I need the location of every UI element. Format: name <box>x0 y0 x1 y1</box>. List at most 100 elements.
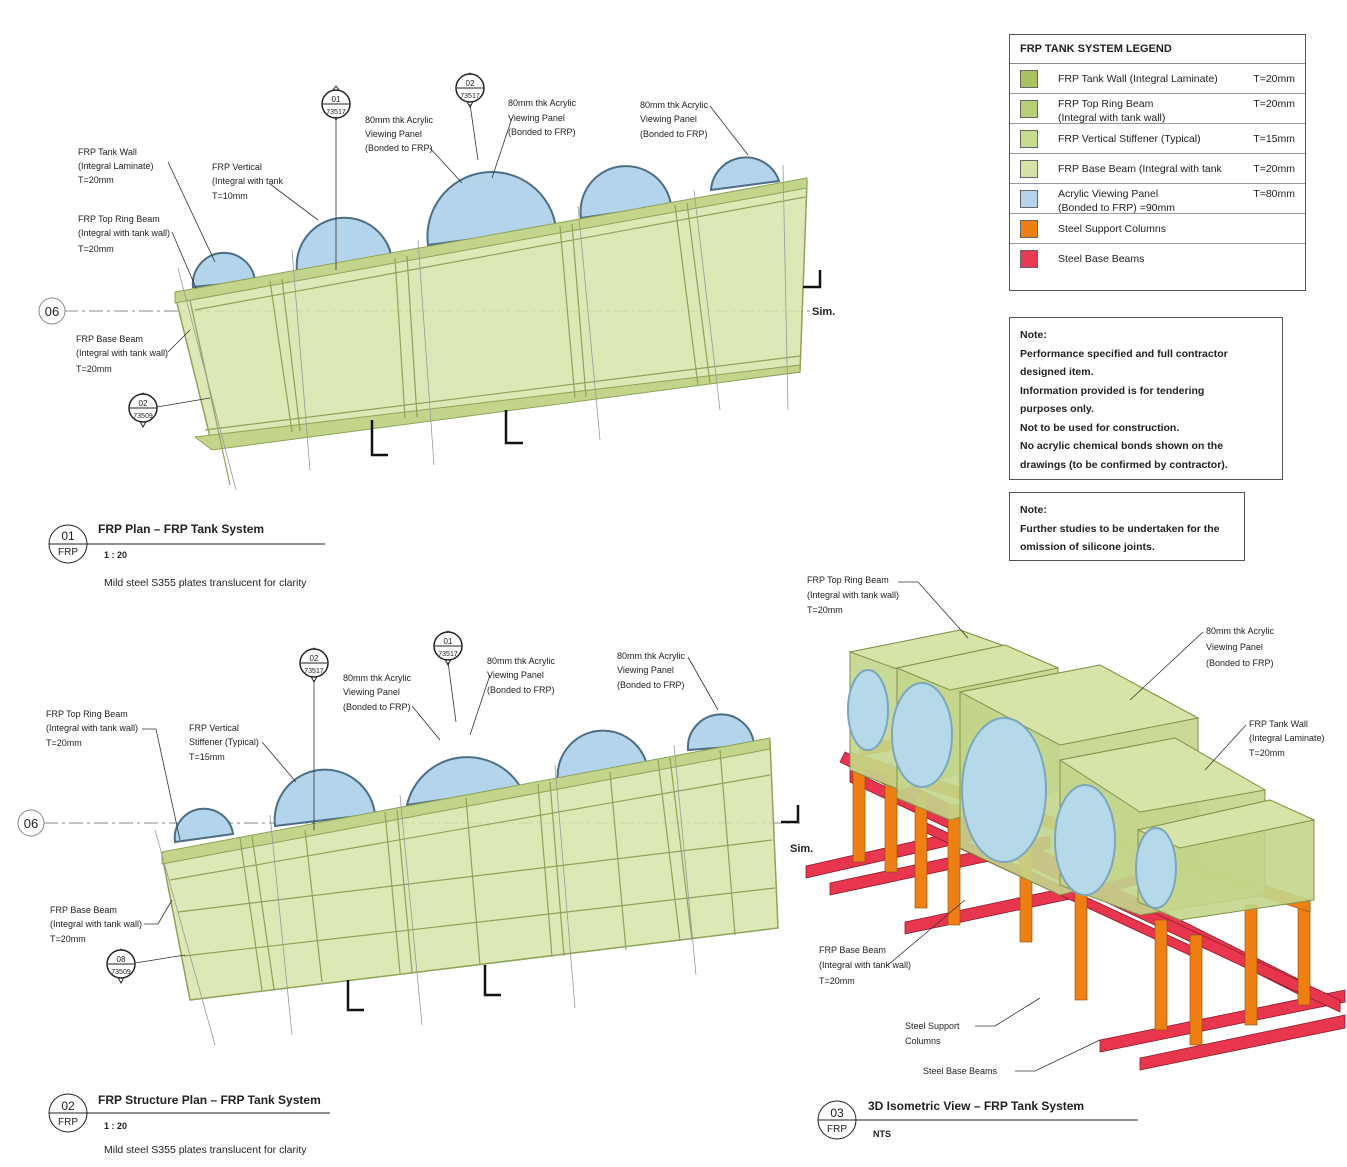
svg-text:(Bonded to FRP): (Bonded to FRP) <box>343 702 411 712</box>
view2-title-block: 02 FRP FRP Structure Plan – FRP Tank Sys… <box>48 1093 330 1156</box>
note2-line: omission of silicone joints. <box>1020 541 1155 553</box>
svg-text:FRP: FRP <box>58 1117 78 1128</box>
view1-section-marker-3: 02 73509 <box>128 392 211 429</box>
svg-text:T=20mm: T=20mm <box>78 244 114 254</box>
legend-label: Steel Support Columns <box>1058 223 1166 235</box>
view2-section-marker-1: 02 73517 <box>299 647 329 830</box>
svg-text:(Integral with tank wall): (Integral with tank wall) <box>46 723 138 733</box>
note1-line: Not to be used for construction. <box>1020 421 1180 434</box>
svg-text:(Bonded to FRP): (Bonded to FRP) <box>1206 658 1274 668</box>
view1-grid-bubble: 06 <box>38 297 66 325</box>
svg-text:(Bonded to FRP): (Bonded to FRP) <box>640 129 708 139</box>
svg-text:1 : 20: 1 : 20 <box>104 1121 127 1131</box>
view2-grid-bubble: 06 <box>17 809 45 837</box>
legend-row: Acrylic Viewing Panel (Bonded to FRP) =9… <box>1010 184 1305 214</box>
svg-text:FRP Top Ring Beam: FRP Top Ring Beam <box>78 214 160 224</box>
svg-text:02: 02 <box>139 399 148 408</box>
view3-annotations: FRP Top Ring Beam (Integral with tank wa… <box>807 575 1325 1076</box>
svg-text:80mm thk Acrylic: 80mm thk Acrylic <box>508 98 577 108</box>
svg-text:FRP Vertical: FRP Vertical <box>212 162 262 172</box>
note1-heading: Note: <box>1020 329 1047 341</box>
view1-plan: 06 Sim. <box>38 72 835 589</box>
svg-text:08: 08 <box>117 955 126 964</box>
svg-text:Viewing Panel: Viewing Panel <box>343 687 400 697</box>
view1-grid-label: 06 <box>45 304 59 319</box>
legend-row: FRP Vertical Stiffener (Typical)T=15mm <box>1010 124 1305 154</box>
legend-row: FRP Top Ring Beam (Integral with tank wa… <box>1010 94 1305 124</box>
note1-line: purposes only. <box>1020 403 1094 415</box>
svg-text:73509: 73509 <box>111 969 131 976</box>
legend-value: T=20mm <box>1253 98 1295 110</box>
legend-row: Steel Base Beams <box>1010 244 1305 273</box>
svg-text:(Integral with tank wall): (Integral with tank wall) <box>819 960 911 970</box>
svg-text:FRP Top Ring Beam: FRP Top Ring Beam <box>807 575 889 585</box>
svg-text:Viewing Panel: Viewing Panel <box>508 113 565 123</box>
note-box-1: Note: Performance specified and full con… <box>1009 317 1283 480</box>
svg-text:Steel Base Beams: Steel Base Beams <box>923 1066 998 1076</box>
view3-isometric: FRP Top Ring Beam (Integral with tank wa… <box>805 575 1346 1140</box>
view1-title-block: 01 FRP FRP Plan – FRP Tank System 1 : 20… <box>48 522 325 589</box>
note2-heading: Note: <box>1020 504 1047 516</box>
legend-title: FRP TANK SYSTEM LEGEND <box>1010 35 1305 64</box>
legend-box: FRP TANK SYSTEM LEGEND FRP Tank Wall (In… <box>1009 34 1306 291</box>
view3-title-block: 03 FRP 3D Isometric View – FRP Tank Syst… <box>817 1099 1138 1140</box>
svg-text:FRP Vertical: FRP Vertical <box>189 723 239 733</box>
svg-text:T=20mm: T=20mm <box>807 605 843 615</box>
svg-text:FRP Top Ring Beam: FRP Top Ring Beam <box>46 709 128 719</box>
svg-text:FRP Base Beam: FRP Base Beam <box>76 334 143 344</box>
view1-section-marks <box>370 270 822 457</box>
legend-swatch <box>1020 130 1038 148</box>
view1-title: FRP Plan – FRP Tank System <box>98 522 264 536</box>
svg-text:T=10mm: T=10mm <box>212 191 248 201</box>
view2-section-marker-2: 01 73517 <box>433 630 463 723</box>
svg-text:Columns: Columns <box>905 1036 941 1046</box>
svg-text:03: 03 <box>830 1106 844 1120</box>
view1-tank-body <box>174 164 808 491</box>
svg-text:T=20mm: T=20mm <box>46 738 82 748</box>
legend-swatch <box>1020 100 1038 118</box>
legend-swatch <box>1020 190 1038 208</box>
note1-line: designed item. <box>1020 366 1094 378</box>
svg-text:(Integral with tank wall): (Integral with tank wall) <box>78 228 170 238</box>
note-box-2: Note: Further studies to be undertaken f… <box>1009 492 1245 561</box>
svg-text:02: 02 <box>466 79 475 88</box>
legend-swatch <box>1020 70 1038 88</box>
view1-caption: Mild steel S355 plates translucent for c… <box>104 577 307 589</box>
note1-line: drawings (to be confirmed by contractor)… <box>1020 458 1228 471</box>
view3-title: 3D Isometric View – FRP Tank System <box>868 1099 1084 1113</box>
legend-row: Steel Support Columns <box>1010 214 1305 244</box>
svg-text:Viewing Panel: Viewing Panel <box>1206 642 1263 652</box>
view2-structure-plan: 06 Sim. <box>17 630 813 1156</box>
view1-sim-label: Sim. <box>812 306 835 318</box>
svg-text:(Bonded to FRP): (Bonded to FRP) <box>508 127 576 137</box>
legend-label: FRP Tank Wall (Integral Laminate) <box>1058 73 1218 85</box>
svg-text:80mm thk Acrylic: 80mm thk Acrylic <box>365 115 434 125</box>
legend-row: FRP Tank Wall (Integral Laminate) T=20mm <box>1010 64 1305 94</box>
legend-swatch <box>1020 220 1038 238</box>
view1-section-marker-1: 01 73517 <box>321 85 351 270</box>
svg-text:Viewing Panel: Viewing Panel <box>640 114 697 124</box>
svg-text:T=20mm: T=20mm <box>76 364 112 374</box>
view3-acrylic-panels <box>847 669 1177 909</box>
svg-text:Viewing Panel: Viewing Panel <box>365 129 422 139</box>
svg-text:FRP Base Beam: FRP Base Beam <box>50 905 117 915</box>
svg-text:73517: 73517 <box>326 109 346 116</box>
svg-text:FRP: FRP <box>827 1124 847 1135</box>
note2-line: Further studies to be undertaken for the <box>1020 522 1220 535</box>
svg-text:01: 01 <box>61 529 75 543</box>
legend-value: T=20mm <box>1253 163 1295 175</box>
legend-label: Steel Base Beams <box>1058 253 1145 265</box>
svg-text:T=20mm: T=20mm <box>78 175 114 185</box>
svg-text:T=20mm: T=20mm <box>1249 748 1285 758</box>
legend-label: Acrylic Viewing Panel (Bonded to FRP) =9… <box>1058 188 1176 214</box>
svg-text:Sim.: Sim. <box>790 843 813 855</box>
svg-text:01: 01 <box>332 95 341 104</box>
view1-annotations: FRP Tank Wall (Integral Laminate) T=20mm… <box>76 98 749 374</box>
svg-text:80mm thk Acrylic: 80mm thk Acrylic <box>640 100 709 110</box>
legend-value: T=20mm <box>1253 73 1295 85</box>
view2-section-marker-3: 08 73509 <box>106 948 186 985</box>
svg-text:NTS: NTS <box>873 1129 891 1139</box>
legend-swatch <box>1020 160 1038 178</box>
svg-text:06: 06 <box>24 816 38 831</box>
